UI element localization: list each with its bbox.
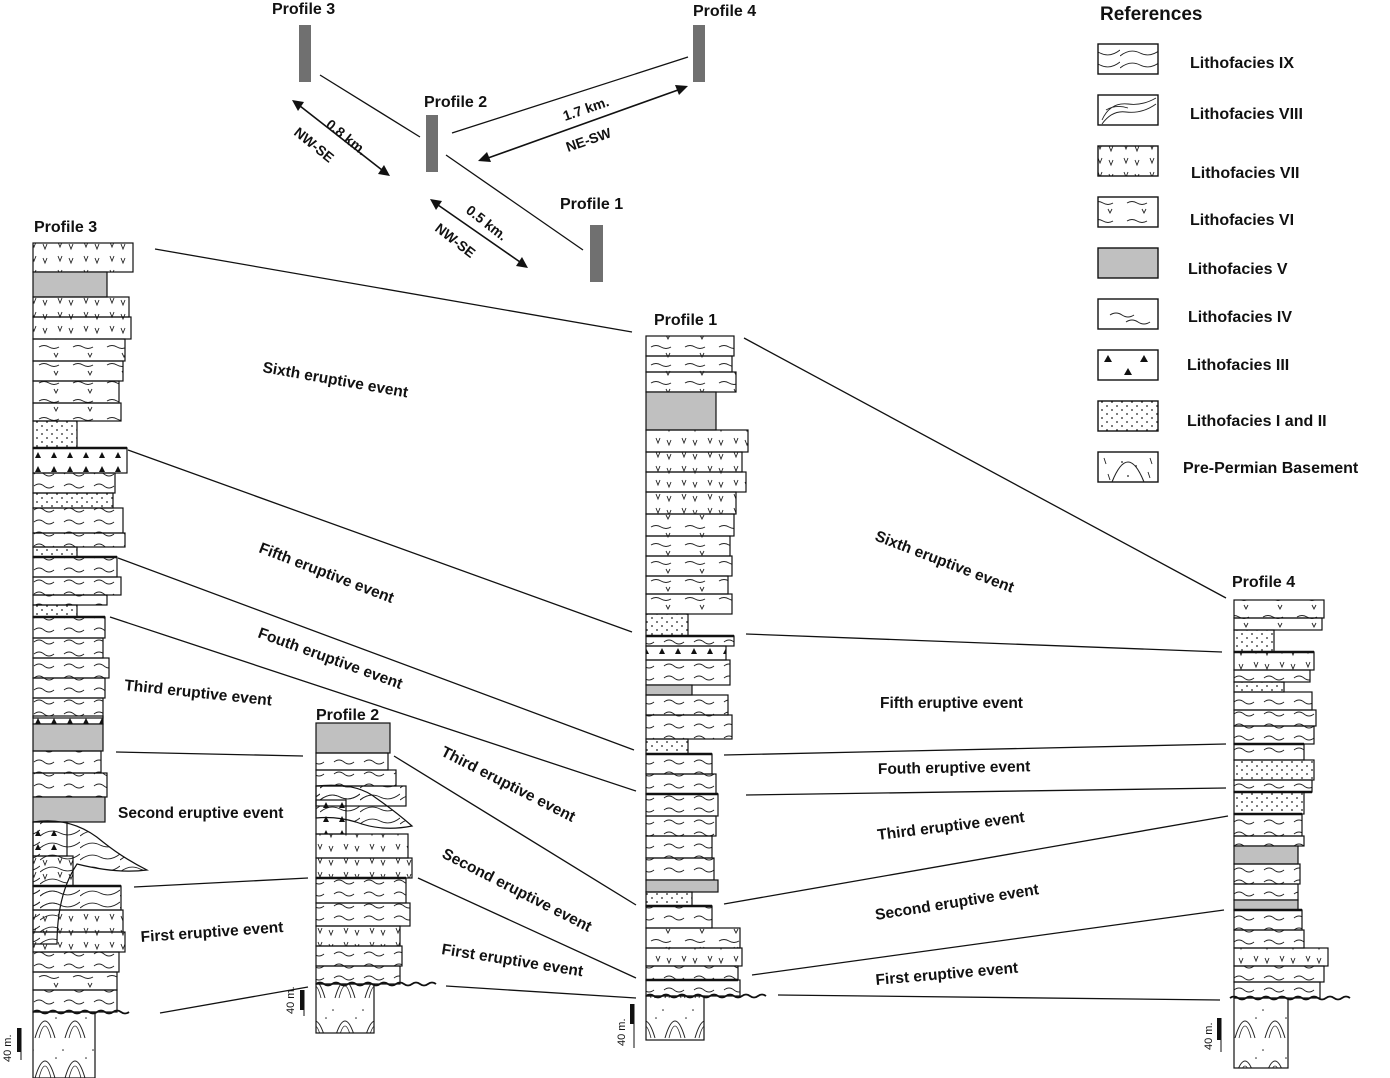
event-label-first-right: First eruptive event	[875, 960, 1019, 989]
map-label-profile-2: Profile 2	[424, 94, 487, 111]
legend-label-viii: Lithofacies VIII	[1190, 106, 1303, 123]
map-label-profile-4: Profile 4	[693, 3, 756, 20]
legend-label-basement: Pre-Permian Basement	[1183, 460, 1359, 477]
legend-item-iv: Lithofacies IV	[1097, 298, 1292, 330]
distance-p2-p1: 0.5 km.	[463, 202, 510, 244]
legend-item-ix: Lithofacies IX	[1097, 43, 1294, 75]
legend-label-i-ii: Lithofacies I and II	[1187, 413, 1327, 430]
legend-item-iii: Lithofacies III	[1097, 349, 1289, 381]
map-marker-profile-1	[590, 225, 603, 282]
map-marker-profile-2	[426, 115, 438, 172]
column-profile-4	[1229, 599, 1351, 1069]
direction-p2-p1: NW-SE	[432, 220, 478, 261]
event-label-third-right: Third eruptive event	[876, 809, 1025, 844]
event-label-sixth-right: Sixth eruptive event	[873, 528, 1017, 597]
arrow-p3-p2	[292, 100, 390, 176]
event-boundaries	[33, 446, 1314, 982]
legend-swatch-iv	[1097, 298, 1159, 330]
event-label-first-middle: First eruptive event	[440, 941, 584, 980]
legend-title: References	[1100, 4, 1202, 25]
map-marker-profile-4	[693, 25, 705, 82]
scale-bar-profile-4: 40 m.	[1203, 1018, 1222, 1052]
arrow-p2-p1	[430, 199, 528, 268]
map-marker-profile-3	[299, 25, 311, 82]
legend-label-vii: Lithofacies VII	[1191, 165, 1299, 182]
map-label-profile-3: Profile 3	[272, 1, 335, 18]
scale-label-profile-4: 40 m.	[1203, 1022, 1215, 1050]
scale-bar-profile-1: 40 m.	[616, 1004, 635, 1048]
column-title-profile-2: Profile 2	[316, 707, 379, 724]
legend-label-ix: Lithofacies IX	[1190, 55, 1294, 72]
legend-label-vi: Lithofacies VI	[1190, 212, 1294, 229]
legend-item-vi: Lithofacies VI	[1097, 196, 1294, 229]
event-label-second-right: Second eruptive event	[874, 881, 1040, 924]
correlation-lines	[109, 248, 1229, 1014]
column-profile-1	[645, 335, 767, 1041]
legend-swatch-viii	[1097, 94, 1159, 126]
event-label-second-middle: Second eruptive event	[439, 845, 594, 935]
scale-bar-profile-2: 40 m.	[285, 986, 305, 1016]
event-labels: Sixth eruptive event Sixth eruptive even…	[118, 359, 1040, 989]
scale-bar-profile-3: 40 m.	[2, 1028, 22, 1062]
legend-swatch-v	[1097, 247, 1159, 279]
legend-item-vii: Lithofacies VII	[1097, 145, 1299, 182]
legend-item-viii: Lithofacies VIII	[1097, 94, 1303, 126]
event-label-second-left: Second eruptive event	[118, 805, 283, 822]
column-profile-2	[315, 722, 437, 1034]
legend-swatch-iii	[1097, 349, 1159, 381]
location-map: Profile 3 Profile 2 Profile 4 Profile 1 …	[272, 1, 756, 282]
arrow-p2-p4	[478, 85, 688, 162]
event-label-fifth-left: Fifth eruptive event	[257, 540, 397, 607]
legend: References Lithofacies IX Lithofacies VI…	[1097, 4, 1359, 483]
legend-label-iii: Lithofacies III	[1187, 357, 1289, 374]
column-title-profile-3: Profile 3	[34, 219, 97, 236]
legend-item-v: Lithofacies V	[1097, 247, 1288, 279]
event-label-first-left: First eruptive event	[140, 919, 284, 946]
event-label-fourth-left: Fouth eruptive event	[256, 625, 405, 693]
column-profile-3	[32, 242, 150, 1078]
event-label-third-middle: Third eruptive event	[438, 743, 578, 825]
event-label-fifth-right: Fifth eruptive event	[880, 695, 1023, 712]
scale-label-profile-3: 40 m.	[2, 1034, 14, 1062]
distance-p2-p4: 1.7 km.	[561, 93, 611, 124]
legend-item-basement: Pre-Permian Basement	[1097, 451, 1359, 483]
legend-label-iv: Lithofacies IV	[1188, 309, 1292, 326]
legend-swatch-vii	[1097, 145, 1159, 177]
event-label-sixth-left: Sixth eruptive event	[261, 359, 409, 401]
map-label-profile-1: Profile 1	[560, 196, 623, 213]
legend-swatch-basement	[1097, 451, 1159, 483]
column-title-profile-4: Profile 4	[1232, 574, 1295, 591]
legend-swatch-i-ii	[1097, 400, 1159, 432]
event-label-third-left: Third eruptive event	[124, 677, 273, 709]
scale-label-profile-1: 40 m.	[616, 1018, 628, 1046]
event-label-fourth-right: Fouth eruptive event	[878, 758, 1031, 778]
scale-label-profile-2: 40 m.	[285, 986, 297, 1014]
column-title-profile-1: Profile 1	[654, 312, 717, 329]
legend-label-v: Lithofacies V	[1188, 261, 1288, 278]
legend-swatch-vi	[1097, 196, 1159, 228]
legend-item-i-ii: Lithofacies I and II	[1097, 400, 1327, 432]
legend-swatch-ix	[1097, 43, 1159, 75]
